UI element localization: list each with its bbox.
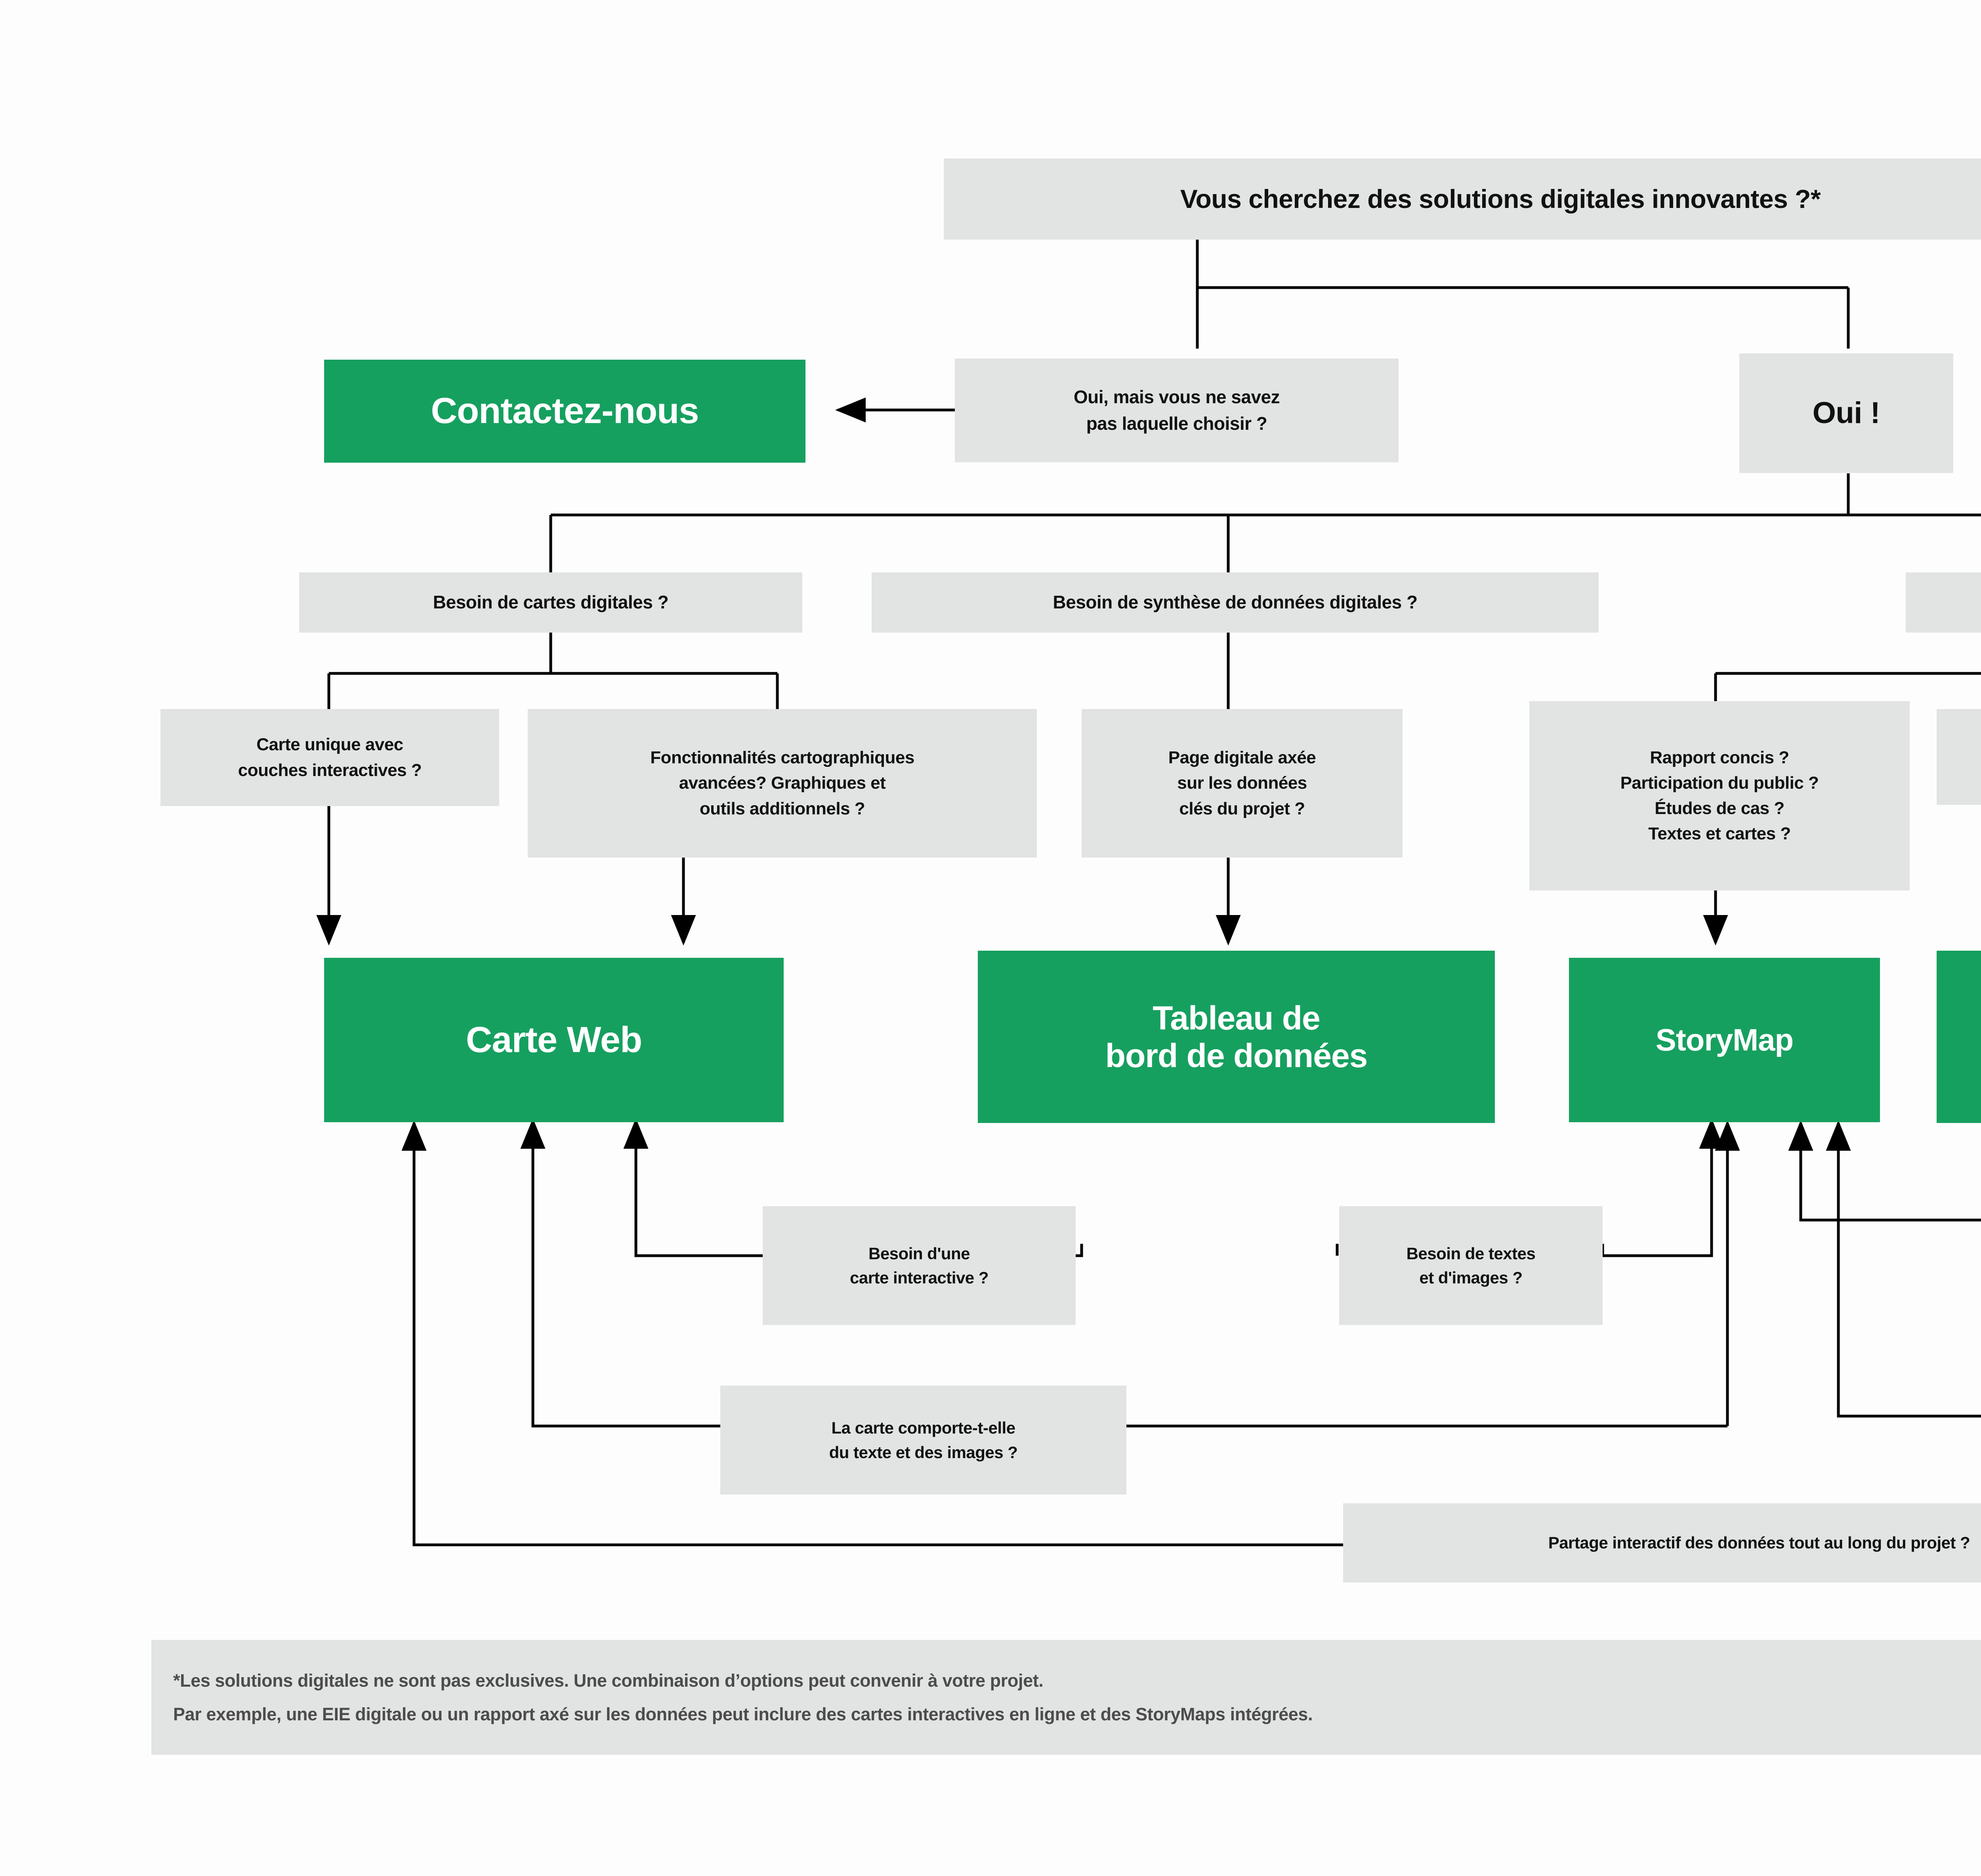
node-need-reports[interactable]: Besoin de rapports digitaux ? xyxy=(1906,572,1981,633)
data-page-line-2: sur les données xyxy=(1177,773,1307,793)
map-text-images-line-2: du texte et des images ? xyxy=(829,1443,1018,1462)
data-page-line-1: Page digitale axée xyxy=(1168,748,1316,768)
need-synthesis-label: Besoin de synthèse de données digitales … xyxy=(1053,592,1418,613)
need-interactive-map-line-2: carte interactive ? xyxy=(849,1268,989,1287)
footnote-line-2: Par exemple, une EIE digitale ou un rapp… xyxy=(173,1704,1313,1724)
maybe-line-1: Oui, mais vous ne savez xyxy=(1073,386,1280,407)
storymap-label: StoryMap xyxy=(1655,1022,1794,1057)
node-root-question[interactable]: Vous cherchez des solutions digitales in… xyxy=(944,158,1981,240)
root-question-text: Vous cherchez des solutions digitales in… xyxy=(1180,184,1821,214)
need-text-images-line-2: et d'images ? xyxy=(1419,1268,1523,1287)
node-yes[interactable]: Oui ! xyxy=(1739,353,1953,473)
dashboard-line-2: bord de données xyxy=(1105,1037,1368,1074)
node-advanced-map[interactable]: Fonctionnalités cartographiques avancées… xyxy=(528,709,1037,858)
node-result-web-map[interactable]: Carte Web xyxy=(324,958,784,1122)
footnote-block: *Les solutions digitales ne sont pas exc… xyxy=(151,1640,1981,1755)
single-map-line-1: Carte unique avec xyxy=(256,735,403,755)
concise-line-4: Textes et cartes ? xyxy=(1648,824,1791,844)
single-map-line-2: couches interactives ? xyxy=(238,760,422,780)
node-result-data-report[interactable]: Rapport axé sur les données xyxy=(1937,951,1981,1123)
node-result-storymap[interactable]: StoryMap xyxy=(1569,958,1880,1122)
yes-label: Oui ! xyxy=(1812,396,1880,430)
need-maps-label: Besoin de cartes digitales ? xyxy=(433,592,669,613)
advanced-map-line-1: Fonctionnalités cartographiques xyxy=(650,748,914,768)
footnote-line-1: *Les solutions digitales ne sont pas exc… xyxy=(173,1670,1044,1691)
map-text-images-line-1: La carte comporte-t-elle xyxy=(831,1418,1015,1438)
concise-line-2: Participation du public ? xyxy=(1620,773,1819,793)
node-need-synthesis[interactable]: Besoin de synthèse de données digitales … xyxy=(872,572,1599,633)
node-interactive-report[interactable]: Rapport interactif autonome ? Détails co… xyxy=(1937,709,1981,805)
node-result-dashboard[interactable]: Tableau de bord de données xyxy=(978,951,1495,1123)
web-map-label: Carte Web xyxy=(466,1019,642,1060)
interactive-sharing-label: Partage interactif des données tout au l… xyxy=(1548,1533,1970,1552)
node-interactive-sharing[interactable]: Partage interactif des données tout au l… xyxy=(1343,1503,1981,1582)
contact-us-label: Contactez-nous xyxy=(431,391,699,431)
node-contact-us[interactable]: Contactez-nous xyxy=(324,360,805,463)
data-page-line-3: clés du projet ? xyxy=(1179,799,1305,818)
need-text-images-line-1: Besoin de textes xyxy=(1406,1244,1536,1263)
concise-line-1: Rapport concis ? xyxy=(1650,747,1789,767)
node-need-maps[interactable]: Besoin de cartes digitales ? xyxy=(299,572,802,633)
need-interactive-map-line-1: Besoin d'une xyxy=(868,1244,970,1263)
advanced-map-line-2: avancées? Graphiques et xyxy=(679,773,886,793)
maybe-line-2: pas laquelle choisir ? xyxy=(1086,413,1267,434)
node-maybe-question[interactable]: Oui, mais vous ne savez pas laquelle cho… xyxy=(955,358,1399,462)
dashboard-line-1: Tableau de xyxy=(1153,999,1321,1037)
node-concise-report[interactable]: Rapport concis ? Participation du public… xyxy=(1529,701,1910,890)
node-need-interactive-map[interactable]: Besoin d'une carte interactive ? xyxy=(763,1206,1076,1325)
node-data-page[interactable]: Page digitale axée sur les données clés … xyxy=(1082,709,1403,858)
advanced-map-line-3: outils additionnels ? xyxy=(699,799,865,818)
node-map-text-images[interactable]: La carte comporte-t-elle du texte et des… xyxy=(720,1386,1126,1495)
concise-line-3: Études de cas ? xyxy=(1655,799,1784,818)
node-need-text-images[interactable]: Besoin de textes et d'images ? xyxy=(1339,1206,1603,1325)
node-single-map[interactable]: Carte unique avec couches interactives ? xyxy=(160,709,499,806)
